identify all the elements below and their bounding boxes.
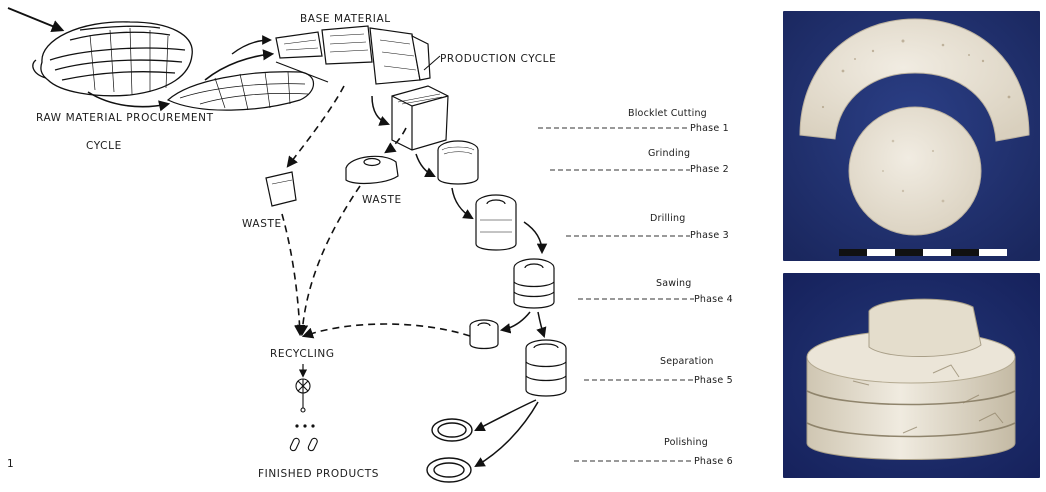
- phase-4-name: Sawing: [656, 278, 692, 289]
- base-material-label: BASE MATERIAL: [300, 13, 391, 25]
- bead-illustration: [296, 379, 310, 412]
- phase-3-name: Drilling: [650, 213, 685, 224]
- input-arrow: [8, 8, 62, 30]
- small-products-illustration: [295, 424, 314, 427]
- ground-cylinder-illustration: [438, 141, 478, 184]
- waste-piece-left-illustration: [266, 172, 296, 206]
- waste-label-left: WASTE: [242, 218, 282, 230]
- phase-1-name: Blocklet Cutting: [628, 108, 707, 119]
- recycle-cylinder-illustration: [470, 320, 498, 349]
- shell-halves-illustration: [168, 72, 314, 110]
- blocklet-illustration: [392, 86, 448, 150]
- phase-leader-lines: [538, 128, 694, 461]
- finished-products-label: FINISHED PRODUCTS: [258, 468, 379, 480]
- polished-rings-illustration: [427, 419, 472, 482]
- sawed-cylinder-photo: [783, 273, 1040, 478]
- production-cycle-diagram: BASE MATERIAL PRODUCTION CYCLE RAW MATER…: [0, 0, 770, 492]
- scale-bar: [839, 249, 1007, 256]
- phase-5-label: Phase 5: [694, 375, 733, 386]
- recycling-label: RECYCLING: [270, 348, 335, 360]
- waste-piece-mid-illustration: [346, 156, 398, 183]
- pendant-illustration: [289, 437, 318, 451]
- production-cycle-label: PRODUCTION CYCLE: [440, 53, 556, 65]
- phase-4-label: Phase 4: [694, 294, 733, 305]
- phase-2-label: Phase 2: [690, 164, 729, 175]
- separated-rings-illustration: [526, 340, 566, 396]
- phase-6-label: Phase 6: [694, 456, 733, 467]
- phase-6-name: Polishing: [664, 437, 708, 448]
- shell-ring-disc-photo: [783, 11, 1040, 261]
- phase-1-label: Phase 1: [690, 123, 729, 134]
- disc-shape: [849, 107, 981, 235]
- page-number: 1: [7, 458, 14, 470]
- raw-material-cycle-label: CYCLE: [86, 140, 122, 152]
- sawed-cylinder-illustration: [514, 259, 554, 308]
- drilled-cylinder-illustration: [476, 195, 516, 250]
- waste-label-mid: WASTE: [362, 194, 402, 206]
- phase-2-name: Grinding: [648, 148, 690, 159]
- phase-3-label: Phase 3: [690, 230, 729, 241]
- raw-material-label: RAW MATERIAL PROCUREMENT: [36, 112, 214, 124]
- raw-shell-illustration: [33, 22, 192, 96]
- phase-5-name: Separation: [660, 356, 714, 367]
